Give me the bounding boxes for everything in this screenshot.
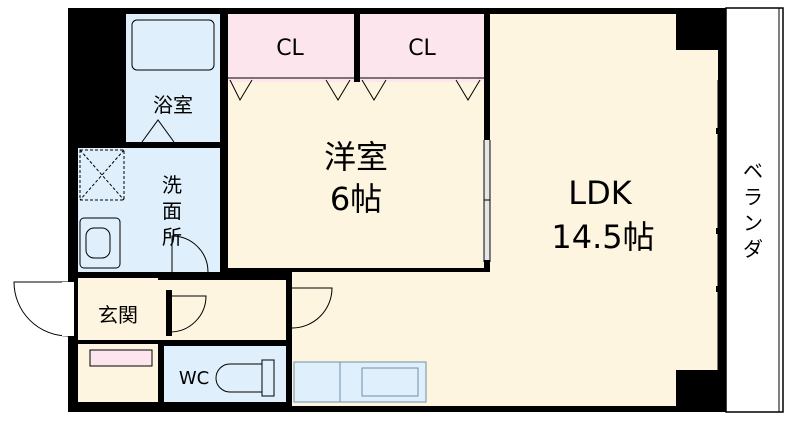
kitchen-sink	[361, 367, 419, 397]
western-room-size: 6帖	[330, 180, 382, 218]
ldk-name: LDK	[568, 174, 632, 212]
washroom-char-2: 面	[162, 199, 182, 223]
washroom-char-3: 所	[162, 225, 182, 249]
pillar-top-right	[676, 14, 718, 50]
toilet-bowl	[215, 363, 263, 393]
closet-left	[228, 14, 354, 82]
balcony-char-4: ダ	[743, 237, 763, 261]
ldk-window-bars	[716, 128, 724, 292]
hallway	[158, 280, 286, 340]
closet-left-label: CL	[276, 36, 304, 61]
ldk-door	[291, 287, 333, 329]
bath-label: 浴室	[153, 93, 193, 117]
front-door	[13, 281, 69, 337]
toilet-tank	[261, 359, 275, 397]
bath-door-mark	[141, 119, 175, 143]
washroom-char-1: 洗	[162, 173, 182, 197]
hallway-door	[169, 295, 207, 333]
shoe-box	[89, 349, 153, 367]
western-room	[228, 82, 484, 268]
ldk-size: 14.5帖	[551, 218, 654, 256]
closet-right-label: CL	[408, 36, 436, 61]
bathtub	[131, 19, 215, 71]
balcony	[725, 7, 784, 413]
closet-door-marks	[228, 77, 484, 102]
wash-basin	[79, 217, 121, 269]
ldk-room	[490, 14, 718, 406]
entrance-step	[78, 340, 158, 344]
balcony-char-2: ラ	[743, 185, 763, 209]
washroom-door	[171, 235, 209, 273]
entrance-label: 玄関	[98, 303, 138, 327]
pillar-bottom-right	[676, 370, 718, 406]
toilet-label: WC	[179, 368, 209, 389]
balcony-char-3: ン	[743, 211, 763, 235]
closet-right	[360, 14, 484, 82]
western-room-name: 洋室	[324, 138, 388, 176]
balcony-char-1: ベ	[743, 159, 763, 183]
